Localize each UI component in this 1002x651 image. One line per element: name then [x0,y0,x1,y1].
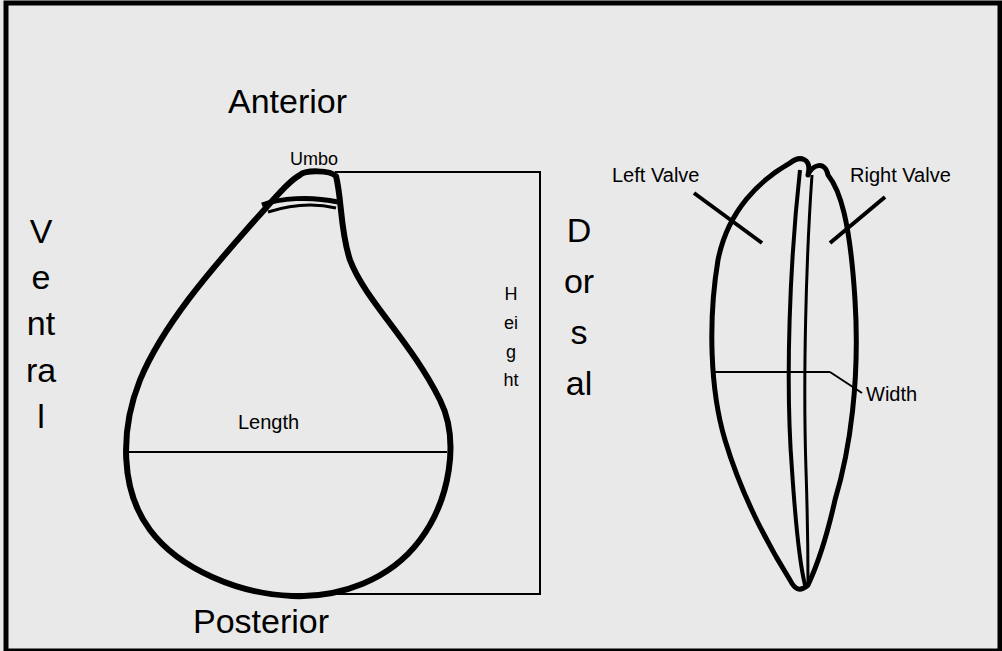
width-line [712,371,830,373]
direction-label: Dorsal [562,205,596,409]
height-box [292,172,540,594]
shell-outline [126,171,450,596]
direction-label: Anterior [228,84,347,118]
dimension-label: Length [238,412,299,432]
direction-label: Posterior [193,604,329,638]
valve-seam [805,175,812,585]
part-label: Left Valve [612,165,699,185]
dimension-label: Height [502,280,520,395]
leader-line [830,372,862,393]
direction-label: Ventral [24,208,58,439]
frame [6,3,1000,651]
leader-line [830,197,885,243]
part-label: Umbo [290,150,338,168]
hinge-line [268,205,336,212]
leader-line [694,193,762,243]
valve-seam [789,170,805,585]
length-line [127,451,447,453]
part-label: Right Valve [850,165,951,185]
dimension-label: Width [866,384,917,404]
